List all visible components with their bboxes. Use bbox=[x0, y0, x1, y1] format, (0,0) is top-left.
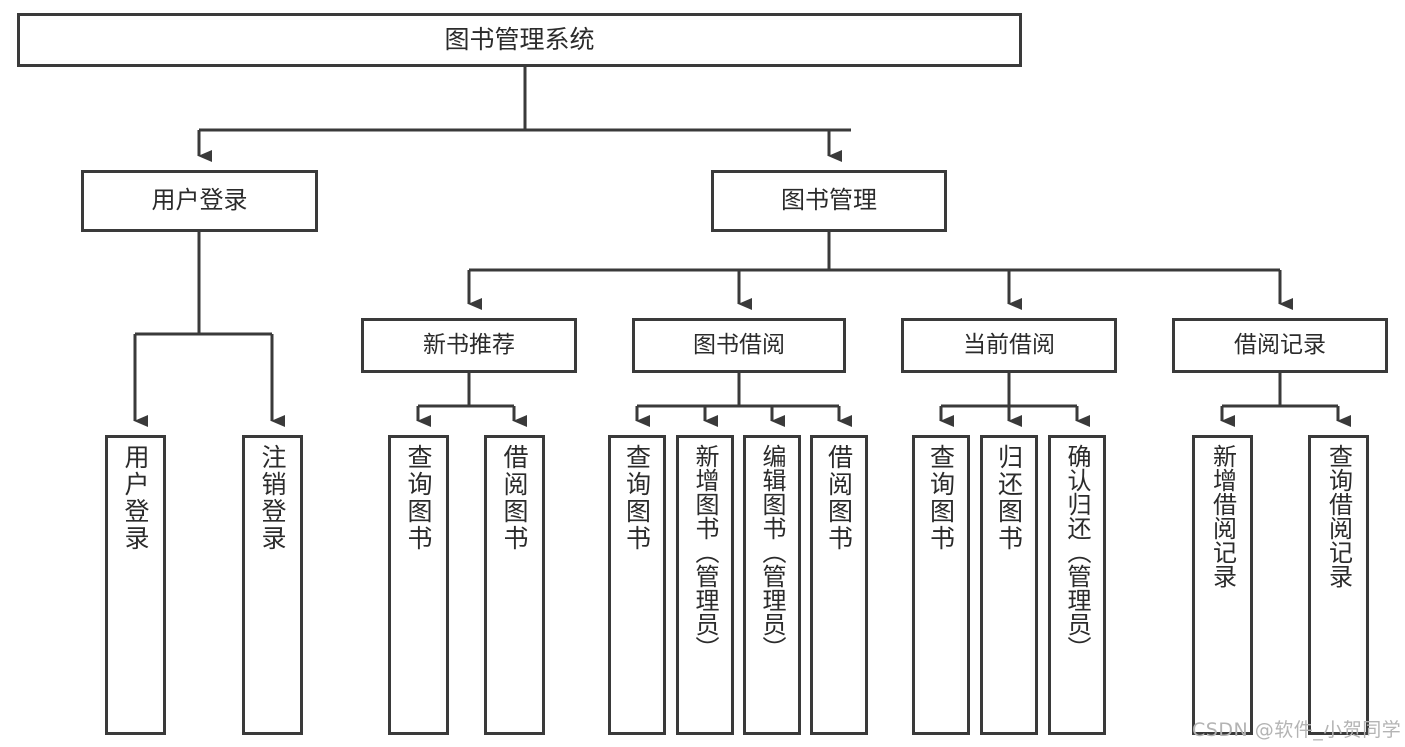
node-current-borrow-label: 当前借阅 bbox=[963, 332, 1055, 359]
node-leaf-add-book[interactable]: 新增图书（管理员） bbox=[676, 435, 734, 735]
node-leaf-confirm-return-label: 确认归还（管理员） bbox=[1063, 444, 1091, 660]
node-book-borrow-label: 图书借阅 bbox=[693, 332, 785, 359]
node-leaf-borrow-book-1[interactable]: 借阅图书 bbox=[484, 435, 545, 735]
node-leaf-query-record-label: 查询借阅记录 bbox=[1324, 444, 1353, 588]
node-leaf-borrow-book-2[interactable]: 借阅图书 bbox=[810, 435, 868, 735]
node-new-book-recommend-label: 新书推荐 bbox=[423, 332, 515, 359]
node-leaf-query-book-3-label: 查询图书 bbox=[926, 444, 956, 552]
node-leaf-query-record[interactable]: 查询借阅记录 bbox=[1308, 435, 1369, 735]
node-leaf-query-book-2-label: 查询图书 bbox=[622, 444, 652, 552]
node-leaf-confirm-return[interactable]: 确认归还（管理员） bbox=[1048, 435, 1106, 735]
node-leaf-edit-book[interactable]: 编辑图书（管理员） bbox=[743, 435, 801, 735]
node-leaf-query-book-3[interactable]: 查询图书 bbox=[912, 435, 970, 735]
node-borrow-record[interactable]: 借阅记录 bbox=[1172, 318, 1388, 373]
node-leaf-user-login[interactable]: 用户登录 bbox=[105, 435, 166, 735]
node-book-manage[interactable]: 图书管理 bbox=[711, 170, 947, 232]
node-leaf-add-book-label: 新增图书（管理员） bbox=[691, 444, 719, 660]
node-leaf-add-record-label: 新增借阅记录 bbox=[1208, 444, 1237, 588]
node-book-manage-label: 图书管理 bbox=[781, 186, 877, 215]
node-new-book-recommend[interactable]: 新书推荐 bbox=[361, 318, 577, 373]
node-book-borrow[interactable]: 图书借阅 bbox=[632, 318, 846, 373]
node-leaf-return-book[interactable]: 归还图书 bbox=[980, 435, 1038, 735]
node-leaf-borrow-book-1-label: 借阅图书 bbox=[500, 444, 529, 552]
node-current-borrow[interactable]: 当前借阅 bbox=[901, 318, 1117, 373]
node-leaf-user-logout-label: 注销登录 bbox=[258, 444, 287, 552]
node-leaf-user-login-label: 用户登录 bbox=[121, 444, 150, 552]
node-leaf-query-book-1[interactable]: 查询图书 bbox=[388, 435, 449, 735]
node-leaf-user-logout[interactable]: 注销登录 bbox=[242, 435, 303, 735]
node-user-login-label: 用户登录 bbox=[151, 186, 248, 215]
node-user-login[interactable]: 用户登录 bbox=[81, 170, 318, 232]
node-root-system[interactable]: 图书管理系统 bbox=[17, 13, 1022, 67]
csdn-watermark: CSDN @软件_小贺同学 bbox=[1192, 719, 1402, 741]
node-root-system-label: 图书管理系统 bbox=[444, 24, 595, 54]
node-borrow-record-label: 借阅记录 bbox=[1234, 332, 1326, 359]
node-leaf-query-book-1-label: 查询图书 bbox=[404, 444, 433, 552]
node-leaf-return-book-label: 归还图书 bbox=[994, 444, 1024, 552]
node-leaf-query-book-2[interactable]: 查询图书 bbox=[608, 435, 666, 735]
node-leaf-edit-book-label: 编辑图书（管理员） bbox=[758, 444, 786, 660]
node-leaf-borrow-book-2-label: 借阅图书 bbox=[824, 444, 854, 552]
node-leaf-add-record[interactable]: 新增借阅记录 bbox=[1192, 435, 1253, 735]
